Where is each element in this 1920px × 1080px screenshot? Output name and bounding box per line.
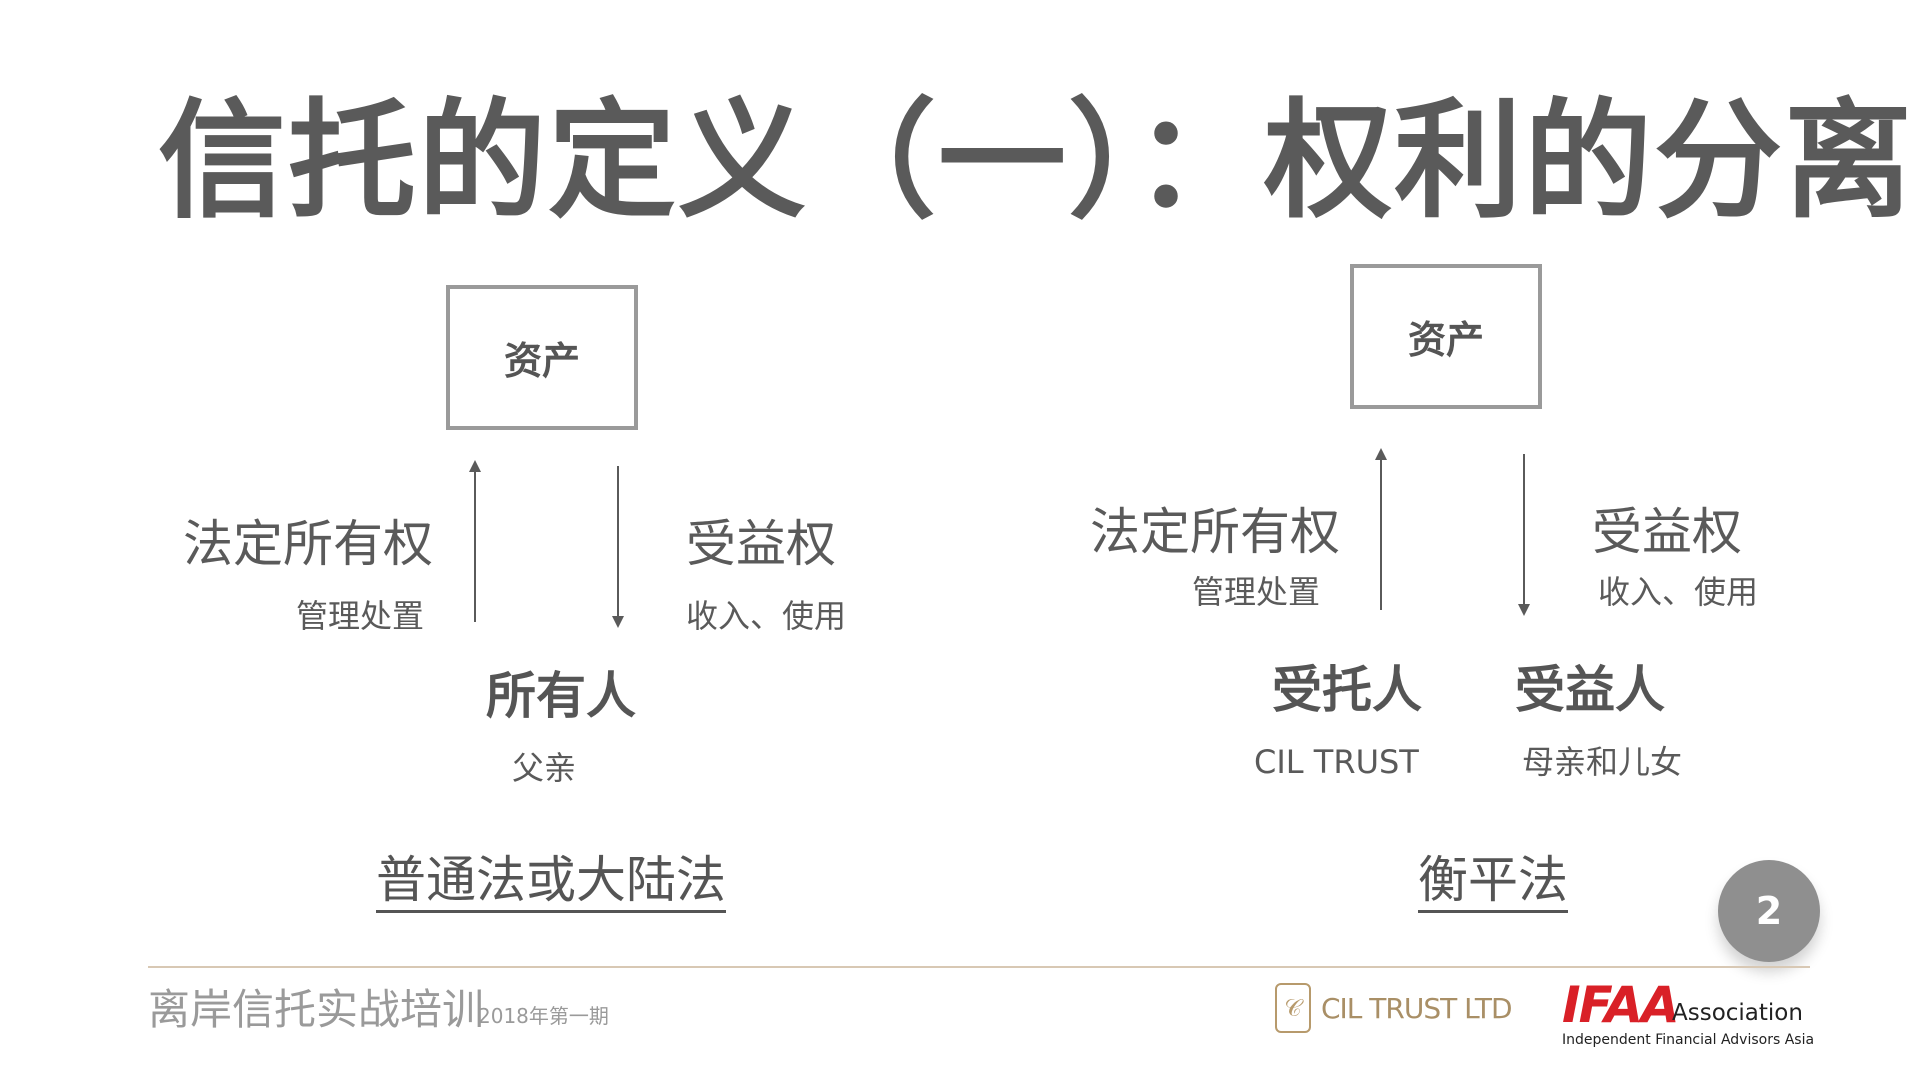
cil-emblem-icon: 𝒞 (1275, 983, 1311, 1033)
left-down-arrow (612, 466, 624, 628)
owner-name: 父亲 (512, 749, 577, 787)
course-session: 2018年第一期 (478, 1004, 609, 1028)
cil-logo-text: CIL TRUST LTD (1321, 991, 1513, 1025)
ifaa-tagline: Independent Financial Advisors Asia (1562, 1032, 1815, 1048)
right-legal-ownership-label: 法定所有权 (1090, 503, 1340, 561)
beneficiary-label: 受益人 (1515, 661, 1665, 719)
trustee-label: 受托人 (1272, 661, 1422, 719)
right-asset-box: 资产 (1350, 264, 1542, 409)
owner-label: 所有人 (486, 667, 636, 725)
left-up-arrow (469, 460, 481, 622)
right-management-label: 管理处置 (1192, 573, 1321, 611)
ifaa-logo: IFAA Association Independent Financial A… (1562, 980, 1814, 1048)
page-number: 2 (1755, 889, 1783, 933)
left-asset-box: 资产 (446, 285, 638, 430)
slide-title: 信托的定义（一）：权利的分离 (158, 87, 1915, 236)
left-beneficial-right-label: 受益权 (686, 515, 836, 573)
left-asset-label: 资产 (503, 339, 580, 383)
right-up-arrow (1375, 448, 1387, 610)
beneficiary-name: 母亲和儿女 (1522, 743, 1683, 781)
ifaa-logo-mark: IFAA (1562, 976, 1680, 1034)
left-legal-ownership-label: 法定所有权 (183, 515, 433, 573)
right-income-use-label: 收入、使用 (1598, 573, 1759, 611)
cil-trust-logo: 𝒞 CIL TRUST LTD (1275, 983, 1513, 1033)
right-asset-label: 资产 (1407, 318, 1484, 362)
page-number-badge: 2 (1718, 860, 1820, 962)
trustee-name: CIL TRUST (1254, 743, 1419, 781)
left-income-use-label: 收入、使用 (686, 597, 847, 635)
right-down-arrow (1518, 454, 1530, 616)
left-legal-system-label: 普通法或大陆法 (376, 850, 726, 913)
right-beneficial-right-label: 受益权 (1592, 503, 1742, 561)
right-legal-system-label: 衡平法 (1418, 850, 1568, 913)
course-title: 离岸信托实战培训 (148, 985, 485, 1034)
left-management-label: 管理处置 (296, 597, 425, 635)
ifaa-association-text: Association (1672, 1000, 1803, 1026)
footer-divider (148, 966, 1810, 968)
